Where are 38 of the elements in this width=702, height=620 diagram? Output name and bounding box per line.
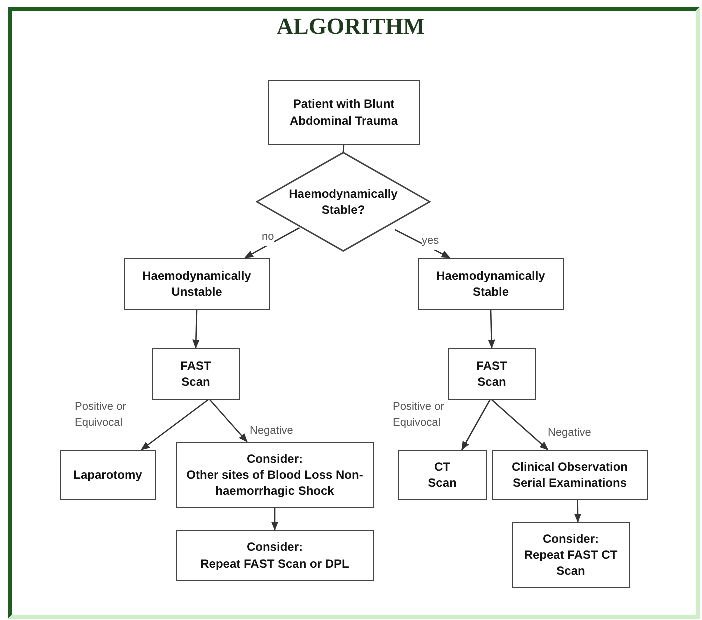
node-text: Laparotomy [74,466,142,484]
arrow [271,508,279,531]
arrow [574,500,582,523]
title: ALGORITHM [276,14,426,40]
process-box [60,450,156,500]
node-text: Haemodynamically Stable [436,268,546,300]
node-text: Consider: [246,450,303,467]
node-text: FAST Scan [476,358,508,390]
arrow [395,229,451,259]
node-text: Repeat FAST Scan or DPL [200,556,350,572]
arrow [492,400,549,451]
arrow [140,399,209,451]
process-box [124,258,270,310]
process-box [152,348,240,400]
connector-line [342,144,345,152]
node-text: Consider: [542,530,599,547]
node-text: Haemodynamically Unstable [142,268,252,300]
arrow [244,227,300,259]
arrow [488,310,496,349]
arrow [462,400,491,451]
node-text: Other sites of Blood Loss Non-haemorrhagic Shock [186,466,364,500]
arrow [192,310,200,349]
process-box [418,258,564,310]
node-text: Patient with Blunt Abdominal Trauma [289,96,399,129]
process-box [398,450,487,500]
node-text: CT Scan [427,458,458,492]
process-box [492,450,648,500]
process-box [512,522,630,588]
process-box [268,80,420,145]
process-box [176,530,374,581]
arrow [210,400,248,443]
process-box [448,348,536,400]
node-text: Clinical Observation Serial Examinations [510,458,630,492]
node-text: Haemodynamically Stable? [288,186,399,218]
node-text: Consider: [246,539,303,556]
node-text: FAST Scan [180,358,212,390]
node-text: Repeat FAST CT Scan [523,546,619,580]
process-box [176,442,374,508]
